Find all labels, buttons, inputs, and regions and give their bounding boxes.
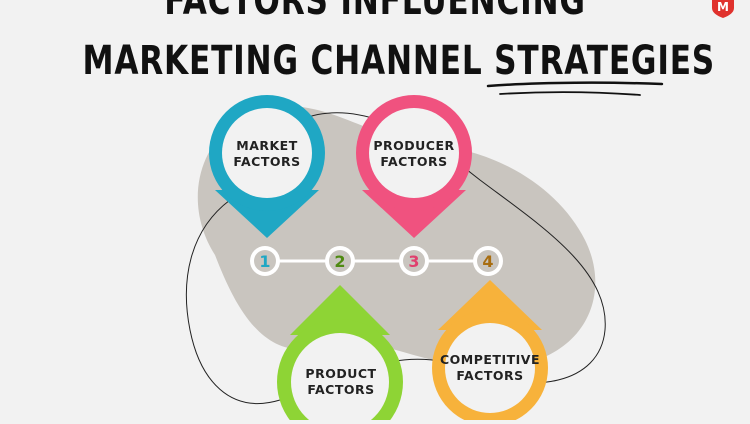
title-line-1: FACTORS INFLUENCING xyxy=(164,0,586,24)
pin-product-shape xyxy=(290,285,390,335)
pin-producer-label-2: FACTORS xyxy=(380,154,447,169)
title-line-2-highlight: STRATEGIES xyxy=(494,38,716,84)
title-line-2: MARKETING CHANNEL STRATEGIES xyxy=(82,38,715,84)
pin-market-label-2: FACTORS xyxy=(233,154,300,169)
brand-logo-shield xyxy=(712,0,734,18)
step-node-1-inner xyxy=(254,250,276,272)
title-underline-2 xyxy=(499,91,641,96)
title-underline xyxy=(486,81,664,88)
step-node-3: 3 xyxy=(399,246,429,276)
pin-competitive-label-1: COMPETITIVE xyxy=(440,352,540,367)
step-node-1: 1 xyxy=(250,246,280,276)
pin-market-factors: MARKET FACTORS xyxy=(209,95,325,238)
pin-producer-inner xyxy=(369,108,459,198)
pin-competitive-factors: COMPETITIVE FACTORS xyxy=(432,280,548,424)
title-line-2-part-1: MARKETING CHANNEL xyxy=(82,38,495,84)
step-number-3: 3 xyxy=(408,252,419,271)
pin-product-factors: PRODUCT FACTORS xyxy=(277,285,403,424)
pin-product-inner xyxy=(291,333,389,424)
step-node-4: 4 xyxy=(473,246,503,276)
brand-logo-letter: M xyxy=(717,0,729,14)
pin-producer-label-1: PRODUCER xyxy=(373,138,454,153)
step-node-2: 2 xyxy=(325,246,355,276)
pin-competitive-inner xyxy=(445,323,535,413)
step-number-4: 4 xyxy=(482,252,493,271)
step-number-1: 1 xyxy=(259,252,270,271)
pin-market-label-1: MARKET xyxy=(236,138,298,153)
pin-producer-factors: PRODUCER FACTORS xyxy=(356,95,472,238)
step-node-3-inner xyxy=(403,250,425,272)
step-number-2: 2 xyxy=(334,252,345,271)
step-node-4-inner xyxy=(477,250,499,272)
pin-competitive-label-2: FACTORS xyxy=(456,368,523,383)
step-node-2-inner xyxy=(329,250,351,272)
pin-product-label-1: PRODUCT xyxy=(305,366,376,381)
brand-logo: M xyxy=(712,0,734,18)
pin-market-inner xyxy=(222,108,312,198)
pin-product-label-2: FACTORS xyxy=(307,382,374,397)
